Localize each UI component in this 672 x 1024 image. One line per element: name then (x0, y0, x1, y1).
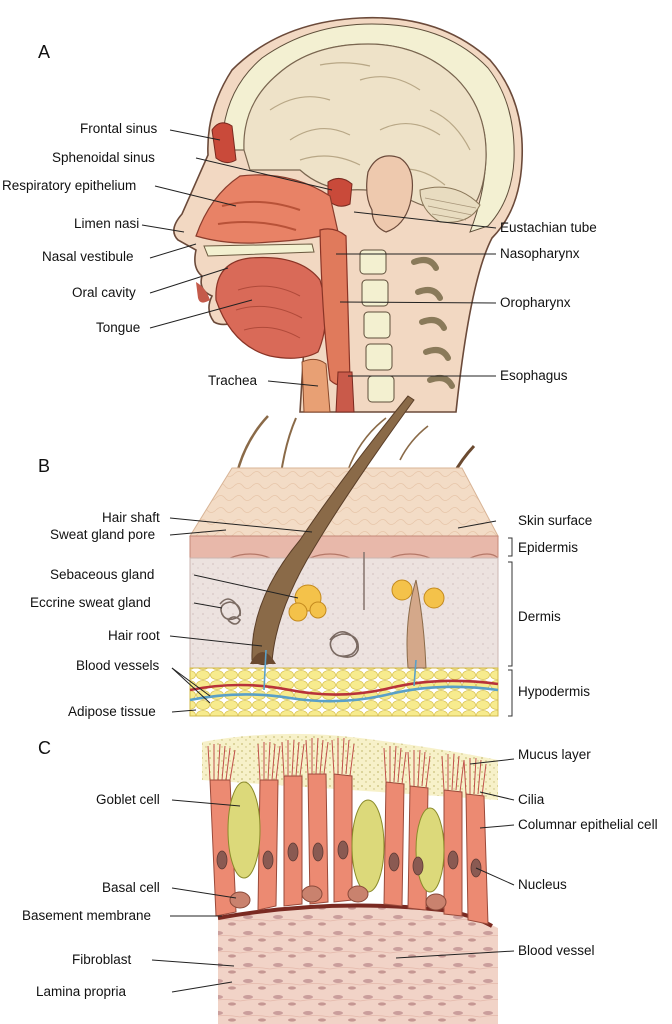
label-lamina-propria: Lamina propria (36, 984, 127, 999)
panel-c-leaders (151, 758, 515, 993)
label-sebaceous-gland: Sebaceous gland (50, 567, 155, 582)
brain (243, 43, 487, 215)
label-blood-vessels: Blood vessels (76, 658, 160, 673)
label-eustachian-tube: Eustachian tube (500, 220, 597, 235)
frontal-sinus (211, 122, 237, 164)
cilia (207, 737, 487, 797)
label-sweat-gland-pore: Sweat gland pore (50, 527, 156, 542)
label-frontal-sinus: Frontal sinus (80, 121, 158, 136)
label-blood-vessel: Blood vessel (518, 943, 595, 958)
label-cilia: Cilia (518, 792, 545, 807)
label-nasal-vestibule: Nasal vestibule (42, 249, 134, 264)
label-columnar-epithelial-cell: Columnar epithelial cell (518, 817, 658, 832)
nasal-cavity (195, 174, 339, 244)
ear (366, 155, 413, 233)
label-esophagus: Esophagus (500, 368, 568, 383)
label-skin-surface: Skin surface (518, 513, 593, 528)
label-fibroblast: Fibroblast (72, 952, 132, 967)
label-dermis: Dermis (518, 609, 561, 624)
label-sphenoidal-sinus: Sphenoidal sinus (52, 150, 155, 165)
panel-a-illustration (173, 16, 524, 413)
dermis-layer (189, 557, 499, 669)
layer-brackets (508, 537, 513, 717)
hair-follicle (251, 395, 415, 666)
label-tongue: Tongue (96, 320, 141, 335)
label-nasopharynx: Nasopharynx (500, 246, 580, 261)
basal-cells (229, 885, 447, 911)
adipose-layer (189, 667, 499, 717)
label-limen-nasi: Limen nasi (74, 216, 140, 231)
label-respiratory-epithelium: Respiratory epithelium (2, 178, 137, 193)
panel-c-letter: C (38, 738, 51, 758)
vein (189, 685, 499, 703)
pharynx (319, 228, 351, 386)
eccrine-sweat-gland (219, 552, 365, 658)
label-eccrine-sweat-gland: Eccrine sweat gland (30, 595, 151, 610)
label-adipose-tissue: Adipose tissue (68, 704, 156, 719)
label-hair-root: Hair root (108, 628, 160, 643)
sebaceous-gland (288, 579, 445, 622)
lamina-propria (218, 905, 498, 1024)
panel-b-letter: B (38, 456, 51, 476)
label-oropharynx: Oropharynx (500, 295, 571, 310)
label-trachea: Trachea (208, 373, 258, 388)
tongue (215, 256, 327, 359)
label-mucus-layer: Mucus layer (518, 747, 591, 762)
artery (189, 679, 499, 696)
epidermis-layer (189, 535, 499, 559)
label-epidermis: Epidermis (518, 540, 579, 555)
label-basement-membrane: Basement membrane (22, 908, 152, 923)
label-hypodermis: Hypodermis (518, 684, 591, 699)
label-oral-cavity: Oral cavity (72, 285, 136, 300)
panel-b-leaders (169, 517, 497, 713)
label-nucleus: Nucleus (518, 877, 567, 892)
panel-a-leaders (141, 129, 497, 387)
label-hair-shaft: Hair shaft (102, 510, 160, 525)
panel-b-illustration (189, 395, 499, 717)
cervical-spine (359, 249, 455, 403)
label-basal-cell: Basal cell (102, 880, 160, 895)
label-goblet-cell: Goblet cell (96, 792, 160, 807)
panel-c-illustration (202, 733, 498, 1024)
esophagus-shape (335, 371, 355, 413)
panel-a-letter: A (38, 42, 51, 62)
